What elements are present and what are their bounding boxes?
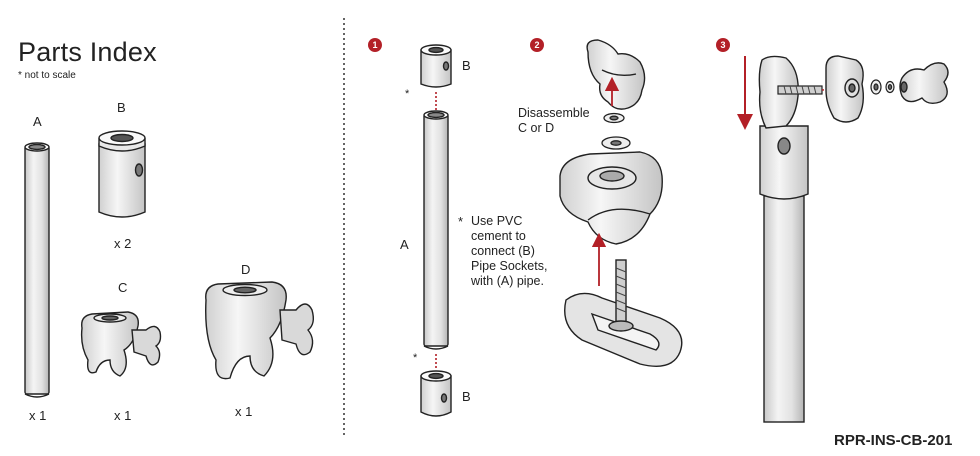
- step2-base-with-bolt: [564, 259, 683, 367]
- document-code: RPR-INS-CB-201: [834, 432, 953, 449]
- step1-label-b-top: B: [462, 58, 471, 73]
- part-d-label: D: [241, 262, 251, 277]
- step3-bolt: [777, 85, 823, 95]
- step2-instruction-line: C or D: [518, 121, 555, 135]
- step2-number-badge: 2: [530, 38, 544, 52]
- part-c-qty: x 1: [114, 408, 132, 423]
- step2-washers: [601, 112, 631, 150]
- step1-note-line: cement to: [471, 229, 526, 243]
- part-a-qty: x 1: [29, 408, 47, 423]
- scale-note: * not to scale: [18, 70, 76, 81]
- step3-number-badge: 3: [716, 38, 730, 52]
- part-c-label: C: [118, 280, 128, 295]
- part-a-label: A: [33, 114, 42, 129]
- step2-instruction: Disassemble C or D: [518, 106, 598, 136]
- step3-washers: [870, 79, 895, 95]
- step2-knob: [586, 39, 646, 110]
- step2-instruction-line: Disassemble: [518, 106, 590, 120]
- step3-arm-half: [825, 55, 865, 123]
- part-b-socket-drawing: [98, 130, 146, 218]
- part-b-label: B: [117, 100, 126, 115]
- step1-note-line: with (A) pipe.: [471, 274, 544, 288]
- step1-note-line: Use PVC: [471, 214, 523, 228]
- step1-note-line: Pipe Sockets,: [471, 259, 548, 273]
- step3-pipe-assembly: [758, 55, 809, 423]
- step2-arm-half: [559, 151, 663, 245]
- step1-asterisk-bottom: *: [413, 352, 418, 364]
- step1-cement-note: Use PVC cement to connect (B) Pipe Socke…: [471, 214, 561, 289]
- part-c-arm-drawing: [80, 311, 162, 377]
- step1-number-badge: 1: [368, 38, 382, 52]
- part-d-qty: x 1: [235, 404, 253, 419]
- step1-asterisk-top: *: [405, 88, 410, 100]
- step1-note-line: connect (B): [471, 244, 535, 258]
- step1-pipe: [423, 110, 449, 350]
- step1-socket-top: [420, 44, 452, 88]
- step1-socket-bottom: [420, 370, 452, 417]
- step1-note-asterisk: *: [458, 214, 464, 229]
- part-b-qty: x 2: [114, 236, 132, 251]
- step3-knob: [899, 62, 949, 105]
- parts-index-title: Parts Index: [18, 37, 157, 67]
- step1-label-a: A: [400, 237, 409, 252]
- part-a-pipe-drawing: [24, 142, 50, 398]
- part-d-arm-drawing: [205, 281, 315, 380]
- step1-label-b-bottom: B: [462, 389, 471, 404]
